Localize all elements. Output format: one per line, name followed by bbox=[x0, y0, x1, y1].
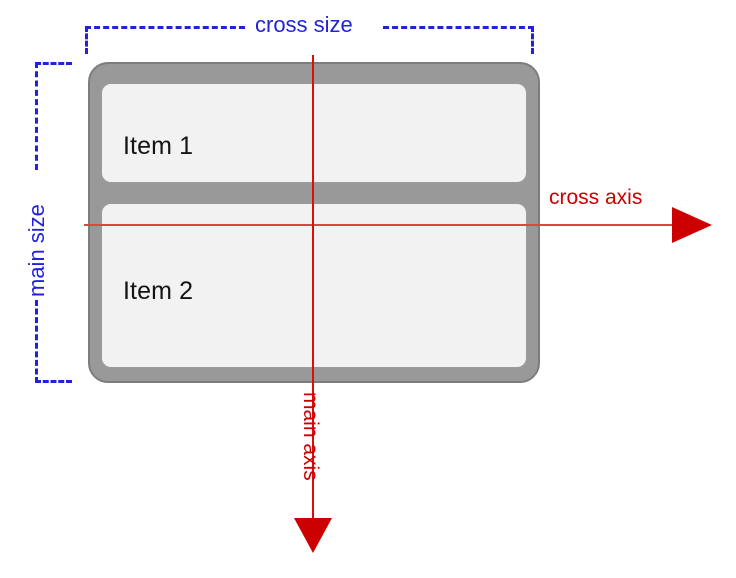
flex-item-1-label: Item 1 bbox=[123, 132, 194, 160]
cross-size-bracket-arm-left bbox=[85, 26, 245, 29]
main-size-bracket-tick-bottom bbox=[35, 380, 72, 383]
cross-size-label: cross size bbox=[255, 12, 353, 37]
cross-size-bracket-tick-left bbox=[85, 26, 88, 54]
cross-size-bracket-arm-right bbox=[383, 26, 534, 29]
cross-axis-line bbox=[84, 224, 686, 226]
flex-container: Item 1 Item 2 bbox=[88, 62, 540, 383]
flex-item-1: Item 1 bbox=[100, 82, 528, 184]
cross-axis-label: cross axis bbox=[549, 186, 643, 209]
flex-item-2: Item 2 bbox=[100, 202, 528, 369]
main-axis-label: main axis bbox=[299, 392, 322, 481]
main-size-bracket-arm-bottom bbox=[35, 300, 38, 383]
main-size-bracket-arm-top bbox=[35, 62, 38, 170]
main-axis-line bbox=[312, 55, 314, 528]
main-axis-arrow-icon bbox=[294, 518, 332, 553]
main-size-bracket-tick-top bbox=[35, 62, 72, 65]
cross-size-bracket-tick-right bbox=[531, 26, 534, 54]
flex-item-2-label: Item 2 bbox=[123, 277, 194, 305]
main-size-label: main size bbox=[24, 204, 49, 297]
cross-axis-arrow-icon bbox=[672, 207, 712, 243]
